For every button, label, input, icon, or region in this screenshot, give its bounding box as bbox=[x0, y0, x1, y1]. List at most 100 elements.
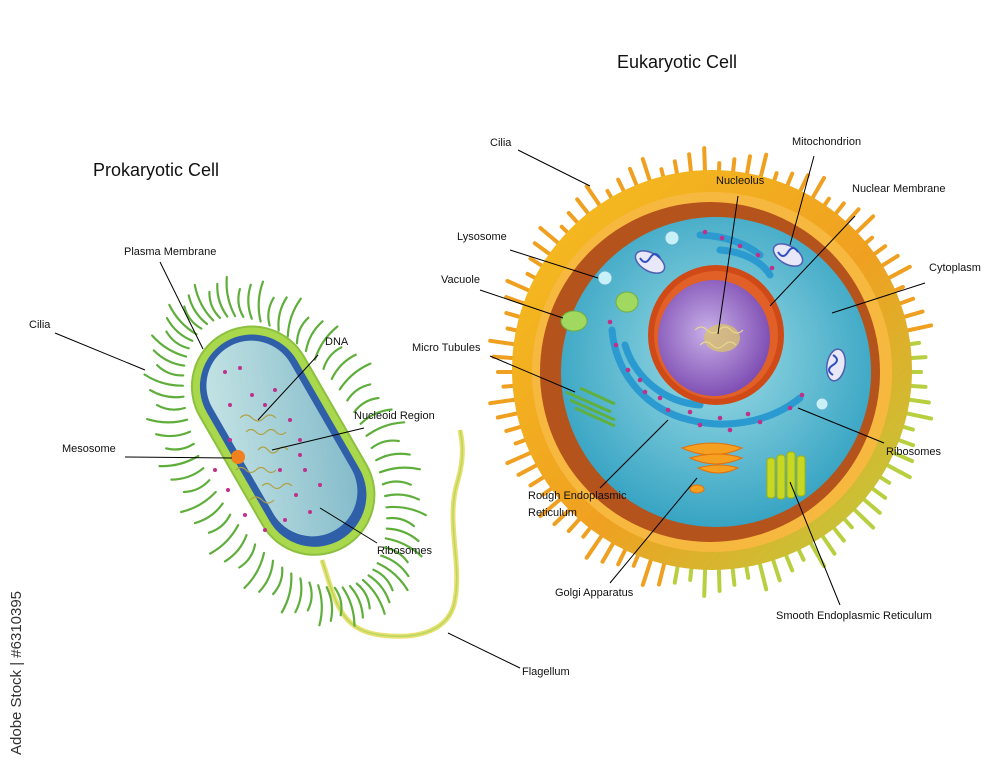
ribosome bbox=[226, 488, 230, 492]
leader-flagellum bbox=[448, 633, 520, 668]
cilium bbox=[166, 444, 194, 450]
label-prok-cilia: Cilia bbox=[29, 319, 51, 331]
cilium bbox=[227, 277, 236, 316]
ribosome bbox=[738, 244, 743, 249]
cilium bbox=[376, 454, 410, 460]
cilium bbox=[383, 481, 411, 484]
cilium bbox=[156, 432, 190, 436]
ribosome bbox=[238, 366, 242, 370]
ribosome bbox=[308, 510, 312, 514]
ribosome bbox=[638, 378, 643, 383]
label-micro-tubules: Micro Tubules bbox=[412, 342, 481, 354]
cilium bbox=[884, 464, 910, 478]
cilium bbox=[507, 451, 534, 463]
ribosome bbox=[263, 403, 267, 407]
cilium bbox=[821, 534, 835, 554]
ribosome bbox=[720, 236, 725, 241]
cilium bbox=[184, 480, 209, 492]
cilium bbox=[147, 419, 187, 422]
label-prok-ribosomes: Ribosomes bbox=[377, 545, 433, 557]
cilium bbox=[603, 541, 615, 562]
label-rough-er-line1: Rough Endoplasmic bbox=[528, 490, 627, 502]
cilium bbox=[759, 561, 766, 589]
cilium bbox=[245, 553, 265, 588]
cilium bbox=[347, 384, 370, 400]
cilium bbox=[278, 297, 286, 330]
cilium bbox=[259, 282, 263, 322]
ribosome bbox=[614, 343, 619, 348]
eukaryotic-cell bbox=[490, 148, 931, 596]
label-dna: DNA bbox=[325, 336, 349, 348]
cilium bbox=[295, 579, 301, 613]
ribosome bbox=[303, 468, 307, 472]
leader-mesosome bbox=[125, 457, 232, 458]
label-lysosome: Lysosome bbox=[457, 231, 507, 243]
ribosome bbox=[788, 406, 793, 411]
ribosome bbox=[698, 423, 703, 428]
cilium bbox=[659, 561, 665, 584]
lysosome bbox=[598, 271, 612, 285]
cilium bbox=[852, 508, 873, 528]
ribosome bbox=[288, 418, 292, 422]
cilium bbox=[166, 332, 188, 349]
ribosome bbox=[250, 393, 254, 397]
ribosome bbox=[294, 493, 298, 497]
label-cytoplasm: Cytoplasm bbox=[929, 262, 981, 274]
cilium bbox=[181, 492, 216, 512]
cilium bbox=[209, 515, 230, 533]
cilium bbox=[268, 298, 273, 326]
cilium bbox=[387, 507, 426, 515]
cilium bbox=[810, 541, 825, 566]
label-flagellum: Flagellum bbox=[522, 666, 570, 678]
ribosome bbox=[770, 266, 775, 271]
cilium bbox=[378, 563, 408, 590]
cilium bbox=[157, 405, 185, 410]
ribosome bbox=[688, 410, 693, 415]
vacuole bbox=[616, 292, 638, 312]
ribosome bbox=[298, 438, 302, 442]
cilium bbox=[372, 441, 399, 448]
ribosome bbox=[298, 453, 302, 457]
ribosome bbox=[666, 408, 671, 413]
cilium bbox=[273, 568, 282, 595]
ribosome bbox=[718, 416, 723, 421]
ribosome bbox=[223, 370, 227, 374]
cilium bbox=[171, 468, 203, 479]
cilium bbox=[157, 365, 183, 375]
cilium bbox=[350, 586, 363, 618]
label-euk-ribosomes: Ribosomes bbox=[886, 446, 942, 458]
ribosome bbox=[318, 483, 322, 487]
ribosome bbox=[278, 468, 282, 472]
prokaryotic-cell bbox=[145, 277, 463, 636]
cilium bbox=[772, 558, 779, 581]
ribosome bbox=[228, 438, 232, 442]
label-euk-cilia: Cilia bbox=[490, 137, 512, 149]
ribosome bbox=[703, 230, 708, 235]
label-nucleolus: Nucleolus bbox=[716, 175, 765, 187]
mesosome bbox=[231, 450, 245, 464]
title-prokaryotic: Prokaryotic Cell bbox=[93, 160, 219, 180]
cilium bbox=[154, 350, 184, 365]
ribosome bbox=[800, 393, 805, 398]
ribosome bbox=[746, 412, 751, 417]
label-nucleoid-region: Nucleoid Region bbox=[354, 410, 435, 422]
title-eukaryotic: Eukaryotic Cell bbox=[617, 52, 737, 72]
label-smooth-er: Smooth Endoplasmic Reticulum bbox=[776, 610, 932, 622]
leader-prok-cilia bbox=[55, 333, 145, 370]
cilium bbox=[367, 422, 405, 436]
ribosome bbox=[626, 368, 631, 373]
cilium bbox=[704, 567, 705, 596]
cilium bbox=[238, 289, 243, 317]
cilium bbox=[297, 318, 308, 344]
watermark: Adobe Stock | #6310395 bbox=[8, 555, 32, 755]
ribosome bbox=[643, 390, 648, 395]
label-nuclear-membrane: Nuclear Membrane bbox=[852, 183, 946, 195]
ribosome bbox=[263, 528, 267, 532]
ribosome bbox=[213, 468, 217, 472]
cilium bbox=[357, 584, 370, 609]
watermark-text: Adobe Stock | #6310395 bbox=[8, 555, 25, 755]
cilium bbox=[324, 347, 342, 369]
label-mitochondrion: Mitochondrion bbox=[792, 136, 861, 148]
cilium bbox=[239, 544, 255, 567]
